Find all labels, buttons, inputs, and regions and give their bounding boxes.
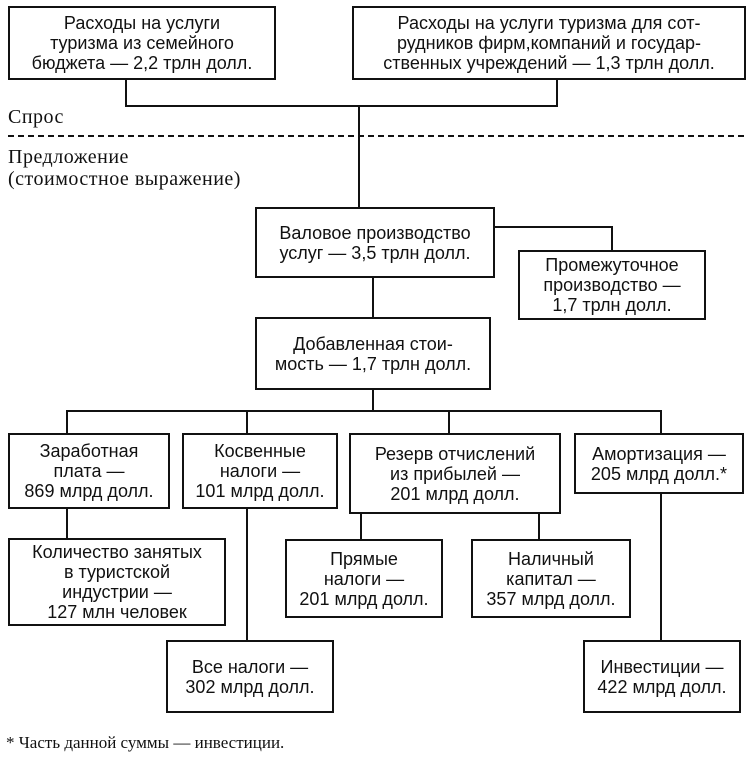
investment-box: Инвестиции — 422 млрд долл. [583, 640, 741, 713]
connector [448, 410, 450, 434]
cash-capital-box: Наличный капитал — 357 млрд долл. [471, 539, 631, 618]
connector [246, 507, 248, 641]
connector [360, 512, 362, 540]
connector [556, 78, 558, 106]
value-added-box: Добавленная стои- мость — 1,7 трлн долл. [255, 317, 491, 390]
connector [611, 226, 613, 251]
depreciation-box: Амортизация — 205 млрд долл.* [574, 433, 744, 494]
connector [372, 278, 374, 318]
connector [538, 512, 540, 540]
connector [660, 492, 662, 641]
household-spending-box: Расходы на услуги туризма из семейного б… [8, 6, 276, 80]
connector [125, 78, 127, 106]
connector [493, 226, 613, 228]
employment-box: Количество занятых в туристской индустри… [8, 538, 226, 626]
connector [246, 410, 248, 434]
indirect-taxes-box: Косвенные налоги — 101 млрд долл. [182, 433, 338, 509]
connector [66, 507, 68, 539]
demand-supply-divider [8, 135, 744, 137]
connector [125, 105, 558, 107]
gross-output-box: Валовое производство услуг — 3,5 трлн до… [255, 207, 495, 278]
demand-label: Спрос [8, 106, 64, 128]
connector [66, 410, 68, 434]
all-taxes-box: Все налоги — 302 млрд долл. [166, 640, 334, 713]
direct-taxes-box: Прямые налоги — 201 млрд долл. [285, 539, 443, 618]
supply-sublabel: (стоимостное выражение) [8, 168, 241, 190]
profit-reserve-box: Резерв отчислений из прибылей — 201 млрд… [349, 433, 561, 514]
intermediate-production-box: Промежуточное производство — 1,7 трлн до… [518, 250, 706, 320]
supply-label: Предложение [8, 146, 129, 168]
connector [358, 105, 360, 208]
connector [372, 389, 374, 411]
wages-box: Заработная плата — 869 млрд долл. [8, 433, 170, 509]
footnote: * Часть данной суммы — инвестиции. [6, 733, 285, 752]
connector [66, 410, 662, 412]
connector [660, 410, 662, 434]
business-spending-box: Расходы на услуги туризма для сот- рудни… [352, 6, 746, 80]
